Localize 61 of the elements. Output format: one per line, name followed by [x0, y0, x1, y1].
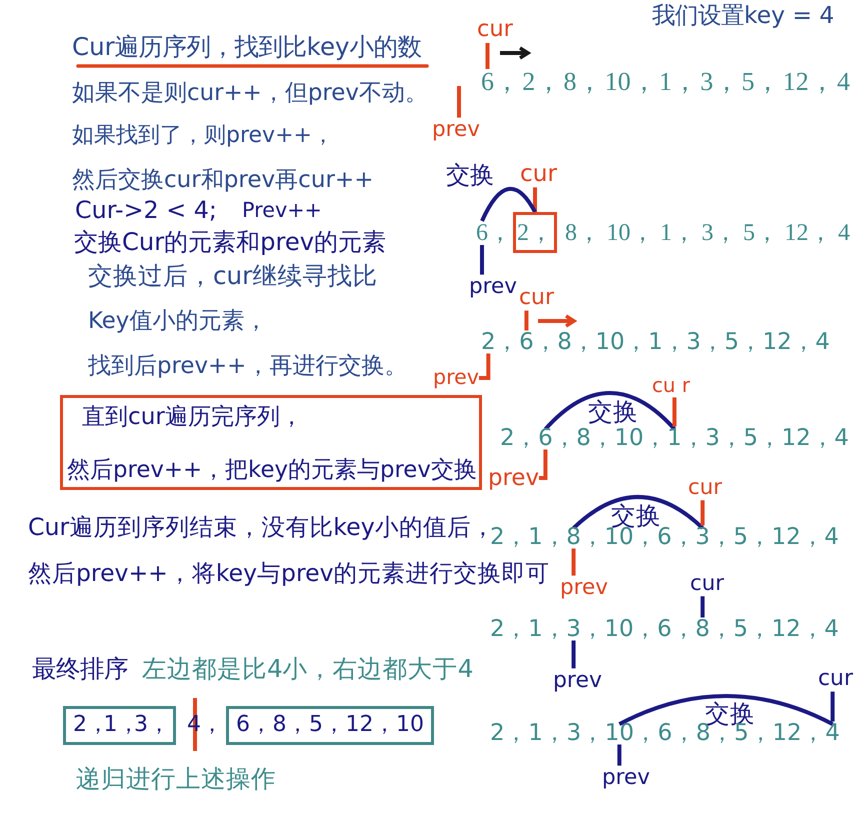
leader-line	[572, 548, 576, 576]
instruction-text: Cur->2 < 4;	[75, 197, 217, 225]
instruction-text: 交换Cur的元素和prev的元素	[74, 229, 386, 257]
instruction-text: 如果不是则cur++，但prev不动。	[72, 80, 428, 106]
leader-line	[457, 86, 461, 118]
leader-line	[478, 354, 490, 380]
summary-heading: 最终排序	[32, 655, 128, 683]
pointer-label: cur	[519, 285, 554, 311]
number-sequence: 2，6，8，10，1，3，5，12，4	[500, 426, 849, 450]
leader-line	[617, 744, 622, 766]
pointer-label: prev	[432, 118, 480, 142]
group-frame	[226, 706, 434, 745]
instruction-text: Key值小的元素，	[88, 308, 268, 334]
pointer-label: cur	[688, 476, 722, 500]
highlight-frame	[513, 212, 557, 253]
swap-arc	[480, 187, 537, 222]
leader-line	[830, 692, 835, 722]
number-sequence: 8，10，1，3，5，12，4	[565, 221, 850, 245]
note-text: 递归进行上述操作	[76, 764, 276, 794]
leader-line	[572, 640, 576, 668]
instruction-text: 找到后prev++，再进行交换。	[88, 352, 408, 380]
pointer-label: cu r	[652, 374, 690, 398]
leader-line	[672, 397, 676, 426]
leader-line	[700, 500, 705, 526]
number-text: 6，	[476, 221, 512, 245]
pointer-label: cur	[520, 160, 557, 188]
pointer-label: cur	[477, 17, 513, 43]
instruction-text: 然后prev++，把key的元素与prev交换	[67, 456, 477, 484]
instruction-text: 直到cur遍历完序列，	[82, 404, 303, 430]
note-frame	[60, 395, 482, 490]
pointer-label: prev	[433, 366, 479, 390]
edge-label: 交换	[446, 162, 494, 190]
instruction-text: 然后交换cur和prev再cur++	[72, 166, 374, 194]
pointer-label: prev	[488, 464, 539, 492]
note-text: 我们设置key = 4	[652, 2, 834, 28]
number-sequence: 6，8，5，12，10	[236, 714, 424, 736]
number-sequence: 2，1，3，	[73, 714, 170, 736]
leader-line	[486, 42, 490, 69]
leader-line	[700, 596, 705, 618]
leader-line	[538, 450, 548, 480]
instruction-text: 如果找到了，则prev++，	[72, 123, 334, 149]
leader-line	[524, 310, 528, 330]
instruction-text: Cur遍历序列，找到比key小的数	[72, 32, 422, 62]
leader-line	[480, 245, 484, 275]
pointer-label: cur	[818, 666, 853, 692]
swap-label: 交换	[588, 398, 638, 426]
instruction-text: 然后prev++，将key与prev的元素进行交换即可	[28, 560, 550, 588]
number-sequence: 2，6，8，10，1，3，5，12，4	[481, 330, 830, 354]
number-text: 2，	[517, 221, 553, 245]
pointer-label: cur	[690, 572, 724, 596]
number-sequence: 6，2，8，10，1，3，5，12，4	[481, 69, 850, 95]
pointer-label: prev	[553, 668, 602, 694]
number-sequence: 2，1，3，10，6，8，5，12，4	[490, 618, 839, 640]
instruction-text: 交换过后，cur继续寻找比	[88, 262, 378, 290]
pointer-label: prev	[469, 274, 517, 300]
group-frame	[63, 706, 176, 745]
summary-text: 左边都是比4小，右边都大于4	[142, 654, 474, 684]
pointer-label: prev	[560, 576, 608, 600]
pointer-label: prev	[602, 766, 650, 790]
instruction-text: Prev++	[242, 199, 322, 223]
leader-line	[533, 187, 537, 212]
